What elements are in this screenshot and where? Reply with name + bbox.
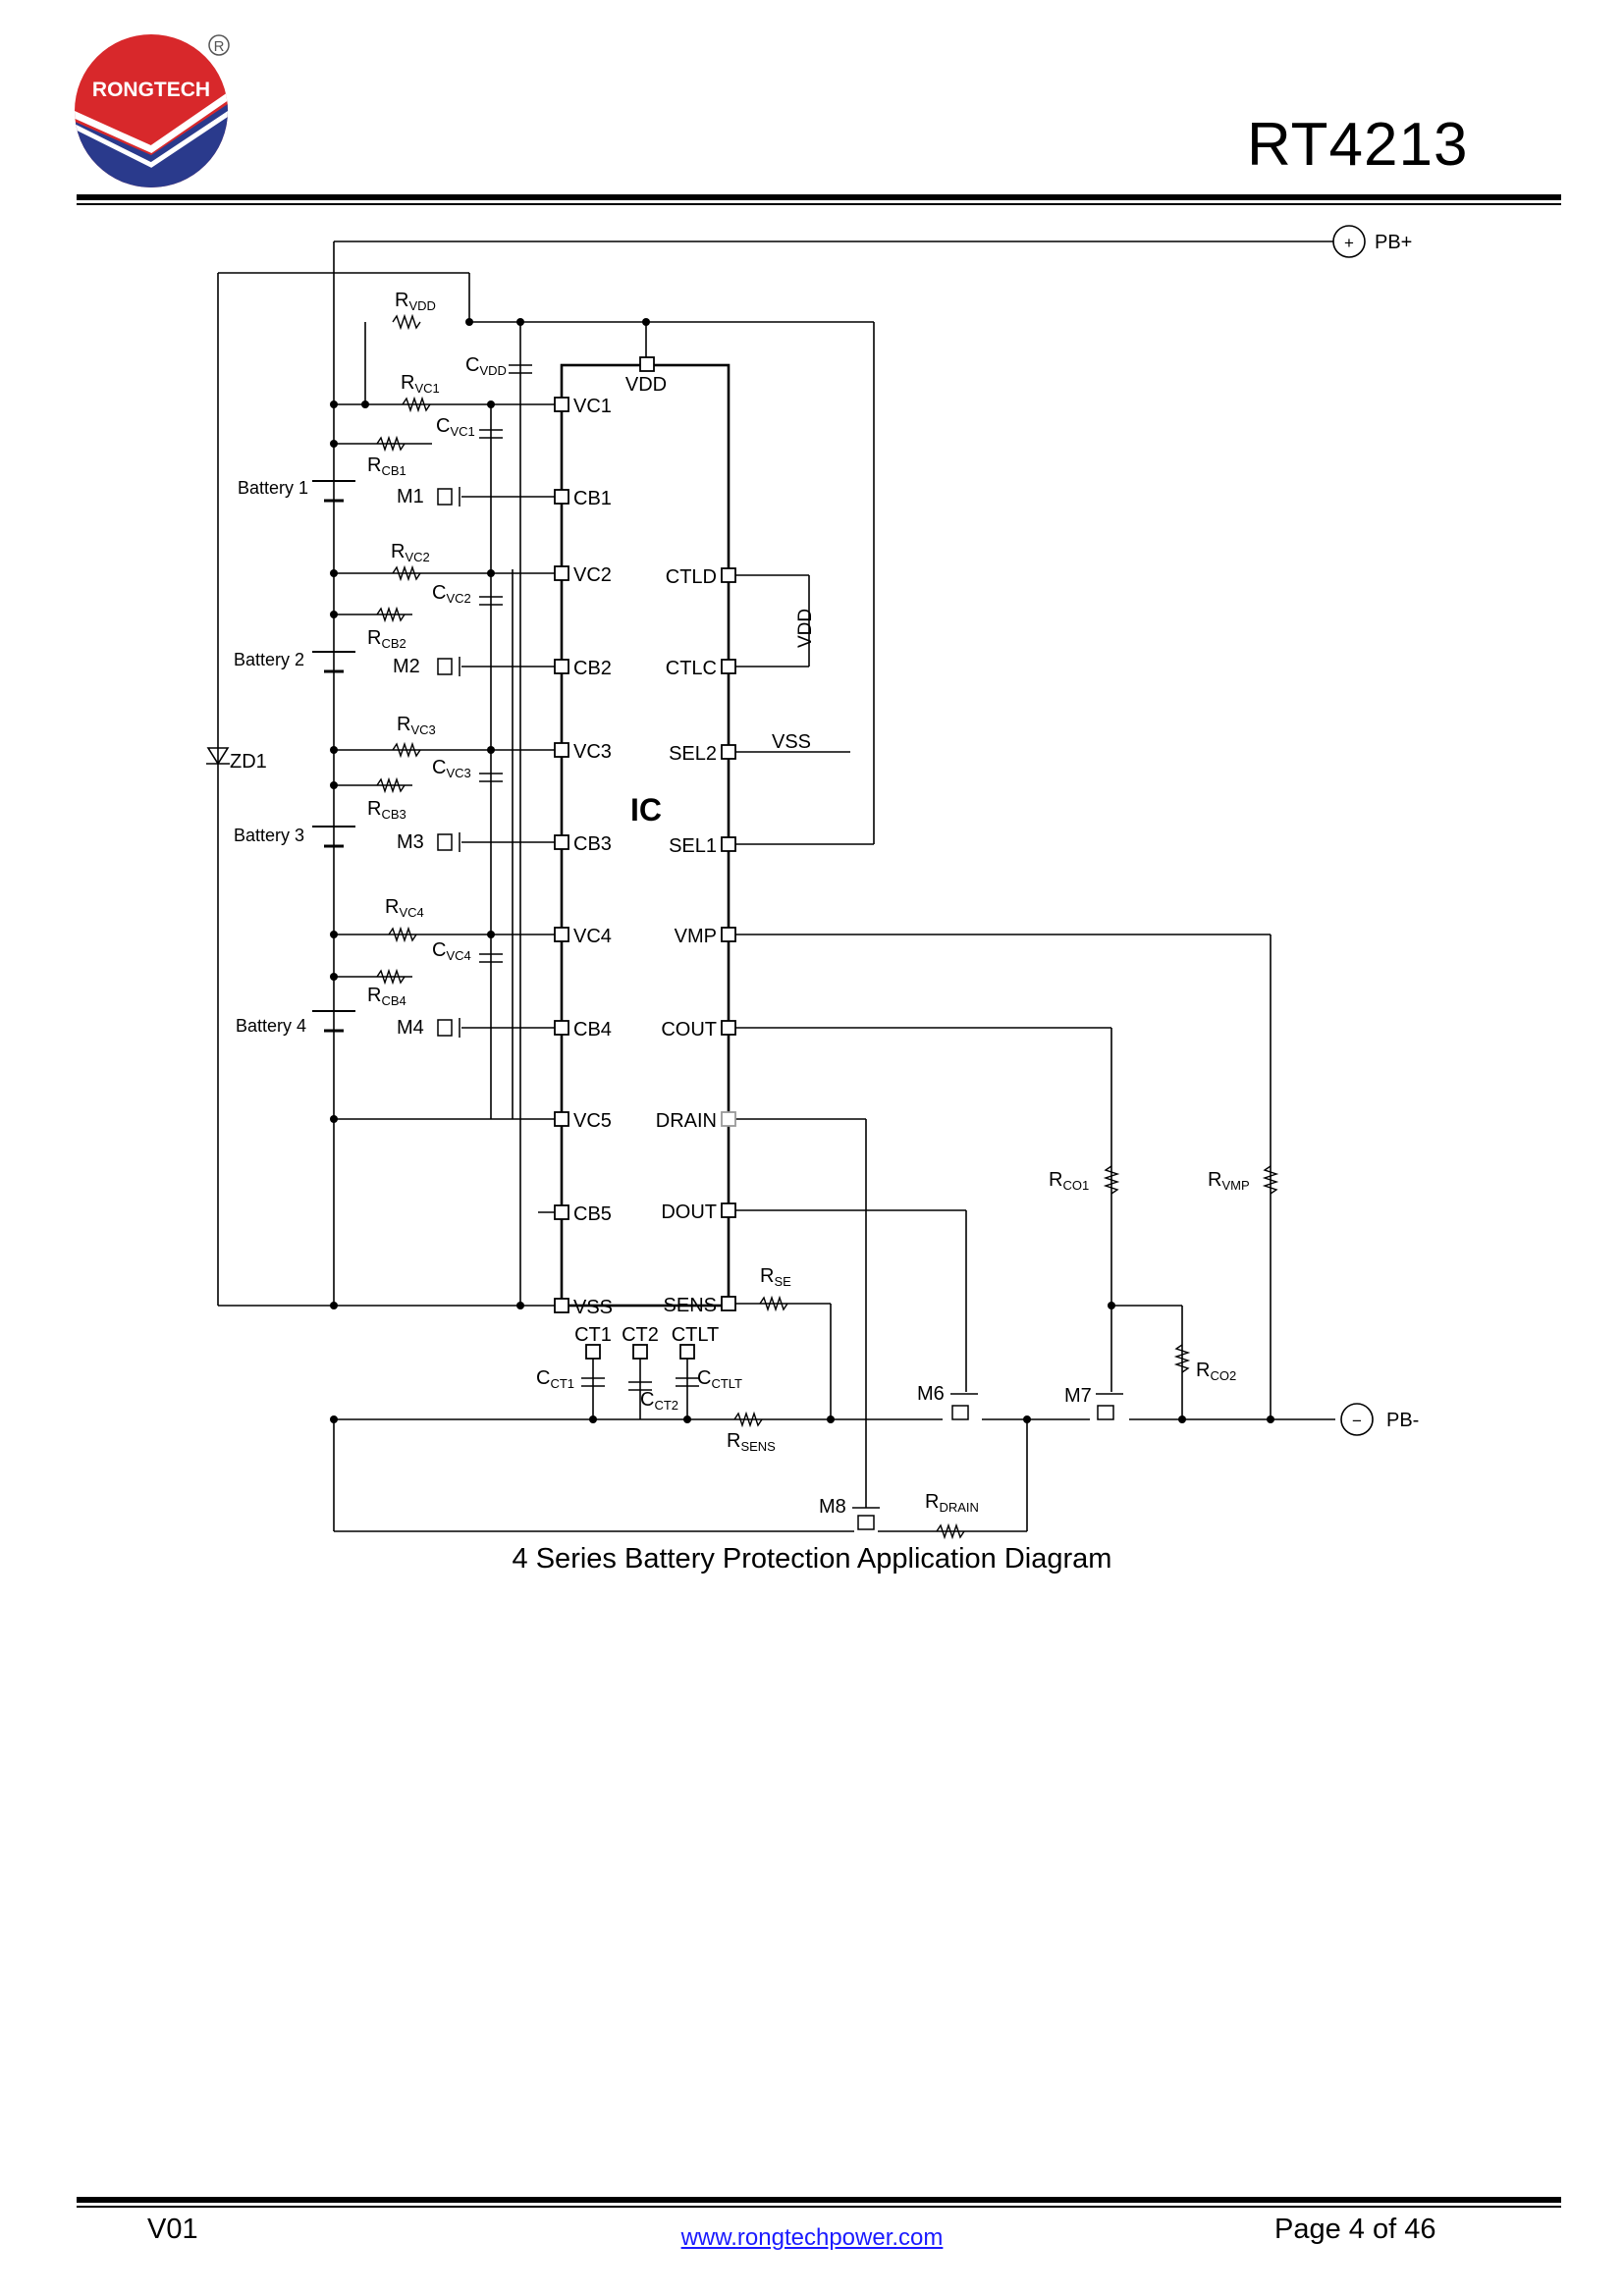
label-c-ct1: CCT1	[536, 1367, 574, 1391]
net-vdd-vertical: VDD	[795, 609, 816, 648]
pin-vc5: VC5	[573, 1110, 612, 1132]
label-r-co2: RCO2	[1196, 1360, 1236, 1383]
diagram-caption: 4 Series Battery Protection Application …	[512, 1543, 1112, 1575]
pin-vmp: VMP	[675, 926, 717, 947]
mosfet-m1-label: M1	[397, 486, 424, 507]
label-r-se: RSE	[760, 1265, 791, 1289]
label-c-ct2: CCT2	[640, 1389, 678, 1413]
mosfet-m8-label: M8	[819, 1496, 846, 1518]
header-rule-thin	[77, 203, 1561, 205]
footer-version: V01	[147, 2214, 198, 2245]
footer-rule-thin	[77, 2206, 1561, 2208]
pin-cb4: CB4	[573, 1019, 612, 1041]
battery-3-label: Battery 3	[234, 826, 304, 845]
battery-4-label: Battery 4	[236, 1016, 306, 1036]
rongtech-logo: RONGTECH R	[73, 27, 240, 194]
label-r-cb2: RCB2	[367, 627, 406, 651]
pin-cb3: CB3	[573, 833, 612, 855]
pin-ctld: CTLD	[666, 566, 717, 588]
pin-vc3: VC3	[573, 741, 612, 763]
pin-ctlc: CTLC	[666, 658, 717, 679]
pin-vc2: VC2	[573, 564, 612, 586]
footer-website-link[interactable]: www.rongtechpower.com	[680, 2224, 944, 2251]
pin-vc4: VC4	[573, 926, 612, 947]
pb-plus-symbol: +	[1344, 234, 1354, 252]
net-vss: VSS	[772, 731, 811, 753]
pin-cout: COUT	[661, 1019, 717, 1041]
label-c-vdd: CVDD	[465, 354, 507, 378]
mosfet-m3-label: M3	[397, 831, 424, 853]
pin-cb1: CB1	[573, 488, 612, 509]
label-c-vc4: CVC4	[432, 939, 471, 963]
label-c-vc2: CVC2	[432, 582, 471, 606]
header-rule	[77, 194, 1561, 200]
document-title: RT4213	[1247, 111, 1469, 179]
label-r-co1: RCO1	[1049, 1169, 1089, 1193]
battery-2-label: Battery 2	[234, 650, 304, 669]
pin-sens: SENS	[664, 1295, 717, 1316]
pin-cb5: CB5	[573, 1203, 612, 1225]
mosfet-m4-label: M4	[397, 1017, 424, 1039]
label-r-drain: RDRAIN	[925, 1491, 979, 1515]
pin-sel2: SEL2	[669, 743, 717, 765]
label-r-vc2: RVC2	[391, 541, 430, 564]
label-r-cb3: RCB3	[367, 798, 406, 822]
svg-text:RONGTECH: RONGTECH	[92, 79, 210, 101]
label-r-vc1: RVC1	[401, 372, 440, 396]
pb-minus-symbol: −	[1352, 1412, 1362, 1430]
mosfet-m6-label: M6	[917, 1383, 945, 1405]
label-r-vmp: RVMP	[1208, 1169, 1250, 1193]
ic-label: IC	[630, 792, 662, 828]
pin-vss: VSS	[573, 1297, 613, 1318]
pin-drain: DRAIN	[656, 1110, 717, 1132]
label-r-vc4: RVC4	[385, 896, 424, 920]
label-r-vdd: RVDD	[395, 290, 436, 313]
pb-minus-label: PB-	[1386, 1410, 1419, 1431]
label-c-vc1: CVC1	[436, 415, 475, 439]
label-r-cb4: RCB4	[367, 985, 406, 1008]
battery-protection-diagram: + − PB+ PB- IC VDD VC1 CB1 VC2 CB2 VC3 C…	[206, 225, 1419, 1540]
pin-vc1: VC1	[573, 396, 612, 417]
pin-ctlt: CTLT	[672, 1324, 720, 1346]
pin-dout: DOUT	[661, 1201, 717, 1223]
pin-vdd: VDD	[625, 374, 667, 396]
label-r-sens: RSENS	[727, 1430, 776, 1454]
footer-rule	[77, 2197, 1561, 2203]
zener-label: ZD1	[230, 751, 267, 773]
pin-ct1: CT1	[574, 1324, 612, 1346]
pin-sel1: SEL1	[669, 835, 717, 857]
label-r-vc3: RVC3	[397, 714, 436, 737]
mosfet-m2-label: M2	[393, 656, 420, 677]
pin-ct2: CT2	[622, 1324, 659, 1346]
pin-cb2: CB2	[573, 658, 612, 679]
pb-plus-label: PB+	[1375, 232, 1412, 253]
label-c-ctlt: CCTLT	[697, 1367, 742, 1391]
label-c-vc3: CVC3	[432, 757, 471, 780]
battery-1-label: Battery 1	[238, 478, 308, 498]
svg-text:R: R	[214, 38, 225, 55]
mosfet-m7-label: M7	[1064, 1385, 1092, 1407]
footer-page-number: Page 4 of 46	[1274, 2214, 1436, 2245]
label-r-cb1: RCB1	[367, 454, 406, 478]
